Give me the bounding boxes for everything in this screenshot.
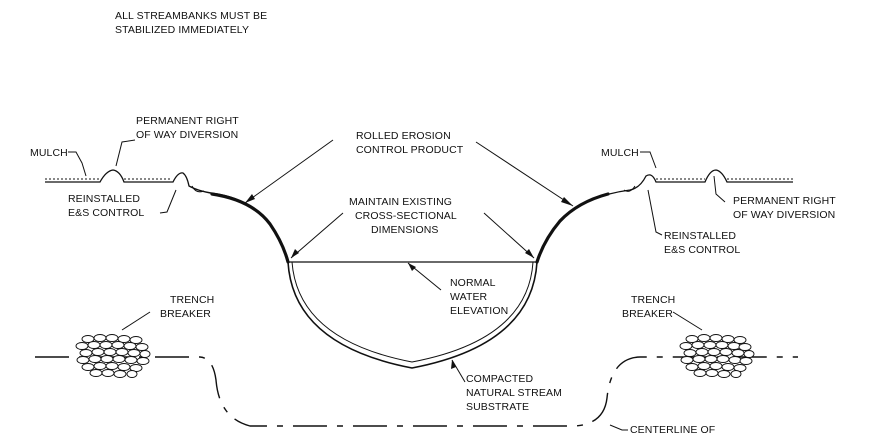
label-maintain-2: CROSS-SECTIONAL: [355, 210, 457, 222]
label-permanent-row-left-1: PERMANENT RIGHT: [136, 115, 239, 127]
label-maintain-1: MAINTAIN EXISTING: [349, 196, 452, 208]
label-permanent-row-left-2: OF WAY DIVERSION: [136, 129, 238, 141]
label-trench-left-1: TRENCH: [170, 294, 214, 306]
label-trench-right-1: TRENCH: [631, 294, 675, 306]
label-compacted-3: SUBSTRATE: [466, 401, 529, 413]
label-trench-left-2: BREAKER: [160, 308, 211, 320]
label-reinstalled-left-1: REINSTALLED: [68, 193, 140, 205]
label-compacted-2: NATURAL STREAM: [466, 387, 562, 399]
rolled-erosion-product-right: [535, 192, 610, 264]
label-normal-2: WATER: [450, 291, 488, 303]
rolled-erosion-product-left: [210, 192, 290, 264]
trench-breaker-left: [75, 334, 151, 378]
label-trench-right-2: BREAKER: [622, 308, 673, 320]
label-permanent-row-right-2: OF WAY DIVERSION: [733, 209, 835, 221]
note-line-1: ALL STREAMBANKS MUST BE: [115, 10, 267, 22]
leader-lines: [68, 139, 726, 431]
label-compacted-1: COMPACTED: [466, 373, 534, 385]
label-normal-1: NORMAL: [450, 277, 496, 289]
label-permanent-row-right-1: PERMANENT RIGHT: [733, 195, 836, 207]
pipeline-centerline: [35, 356, 798, 427]
label-reinstalled-right-2: E&S CONTROL: [664, 244, 740, 256]
label-reinstalled-left-2: E&S CONTROL: [68, 207, 144, 219]
label-rolled-erosion-1: ROLLED EROSION: [356, 130, 451, 142]
label-rolled-erosion-2: CONTROL PRODUCT: [356, 144, 464, 156]
stream-bed-outer: [287, 261, 538, 369]
label-reinstalled-right-1: REINSTALLED: [664, 230, 736, 242]
trench-breaker-right: [679, 334, 755, 378]
stream-bed-inner: [291, 261, 534, 363]
label-normal-3: ELEVATION: [450, 305, 508, 317]
leader-arrowheads: [245, 194, 573, 369]
label-mulch-right: MULCH: [601, 147, 639, 159]
label-centerline: CENTERLINE OF: [630, 424, 715, 435]
note-line-2: STABILIZED IMMEDIATELY: [115, 24, 249, 36]
label-mulch-left: MULCH: [30, 147, 68, 159]
label-maintain-3: DIMENSIONS: [371, 224, 439, 236]
